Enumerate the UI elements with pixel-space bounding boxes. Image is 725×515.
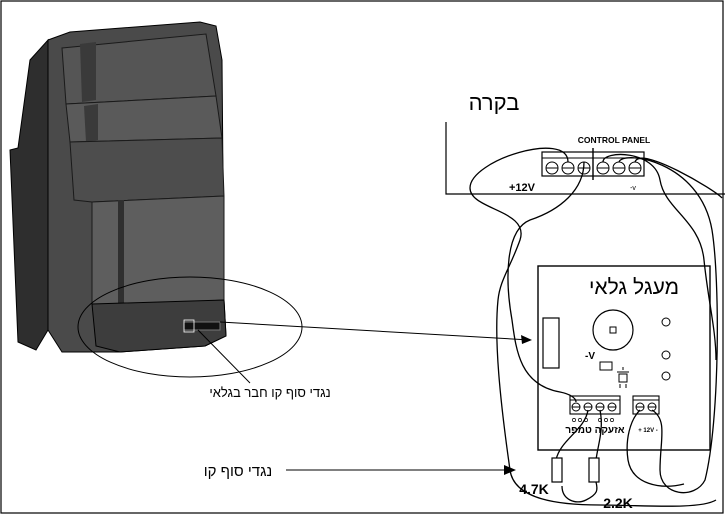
led-1 xyxy=(661,317,671,327)
board-minus-v-label: -V xyxy=(585,351,595,362)
eol-slot-marker xyxy=(183,319,195,333)
panel-minus-v-label: -v xyxy=(630,185,636,192)
alarm-tamper-terminal xyxy=(569,395,621,415)
control-panel-label: CONTROL PANEL xyxy=(578,135,650,145)
led-3 xyxy=(661,371,671,381)
eol-resistors-label: נגדי סוף קו xyxy=(204,463,273,480)
control-panel-box: CONTROL PANEL +12V -v xyxy=(445,122,725,195)
resistor-2-2k-label: 2.2K xyxy=(603,495,633,511)
resistor-4-7k xyxy=(551,457,563,483)
arrow-to-resistors xyxy=(286,465,516,475)
pir-detector-drawing xyxy=(9,21,303,378)
tamper-switch-icon xyxy=(617,367,629,388)
power-terminal xyxy=(632,395,660,415)
led-2 xyxy=(661,350,671,360)
resistor-2-2k xyxy=(588,457,600,483)
detector-circuit-board: מעגל גלאי -V xyxy=(537,265,711,451)
arrow-to-board xyxy=(219,321,532,344)
plus12v-label: +12V xyxy=(509,182,536,194)
resistor-component xyxy=(599,361,613,371)
wiring xyxy=(469,147,723,507)
relay-component xyxy=(542,317,560,369)
circuit-title: מעגל גלאי xyxy=(589,276,679,299)
eol-in-detector-label: נגדי סוף קו חבר בגלאי xyxy=(209,385,330,400)
alarm-tamper-label: אזעקה טמפר xyxy=(565,425,624,436)
ceiling-label: בקרה xyxy=(469,90,520,115)
resistor-4-7k-label: 4.7K xyxy=(519,481,549,497)
panel-terminal-block xyxy=(541,148,645,180)
board-power-label: + 12V - xyxy=(638,428,658,434)
